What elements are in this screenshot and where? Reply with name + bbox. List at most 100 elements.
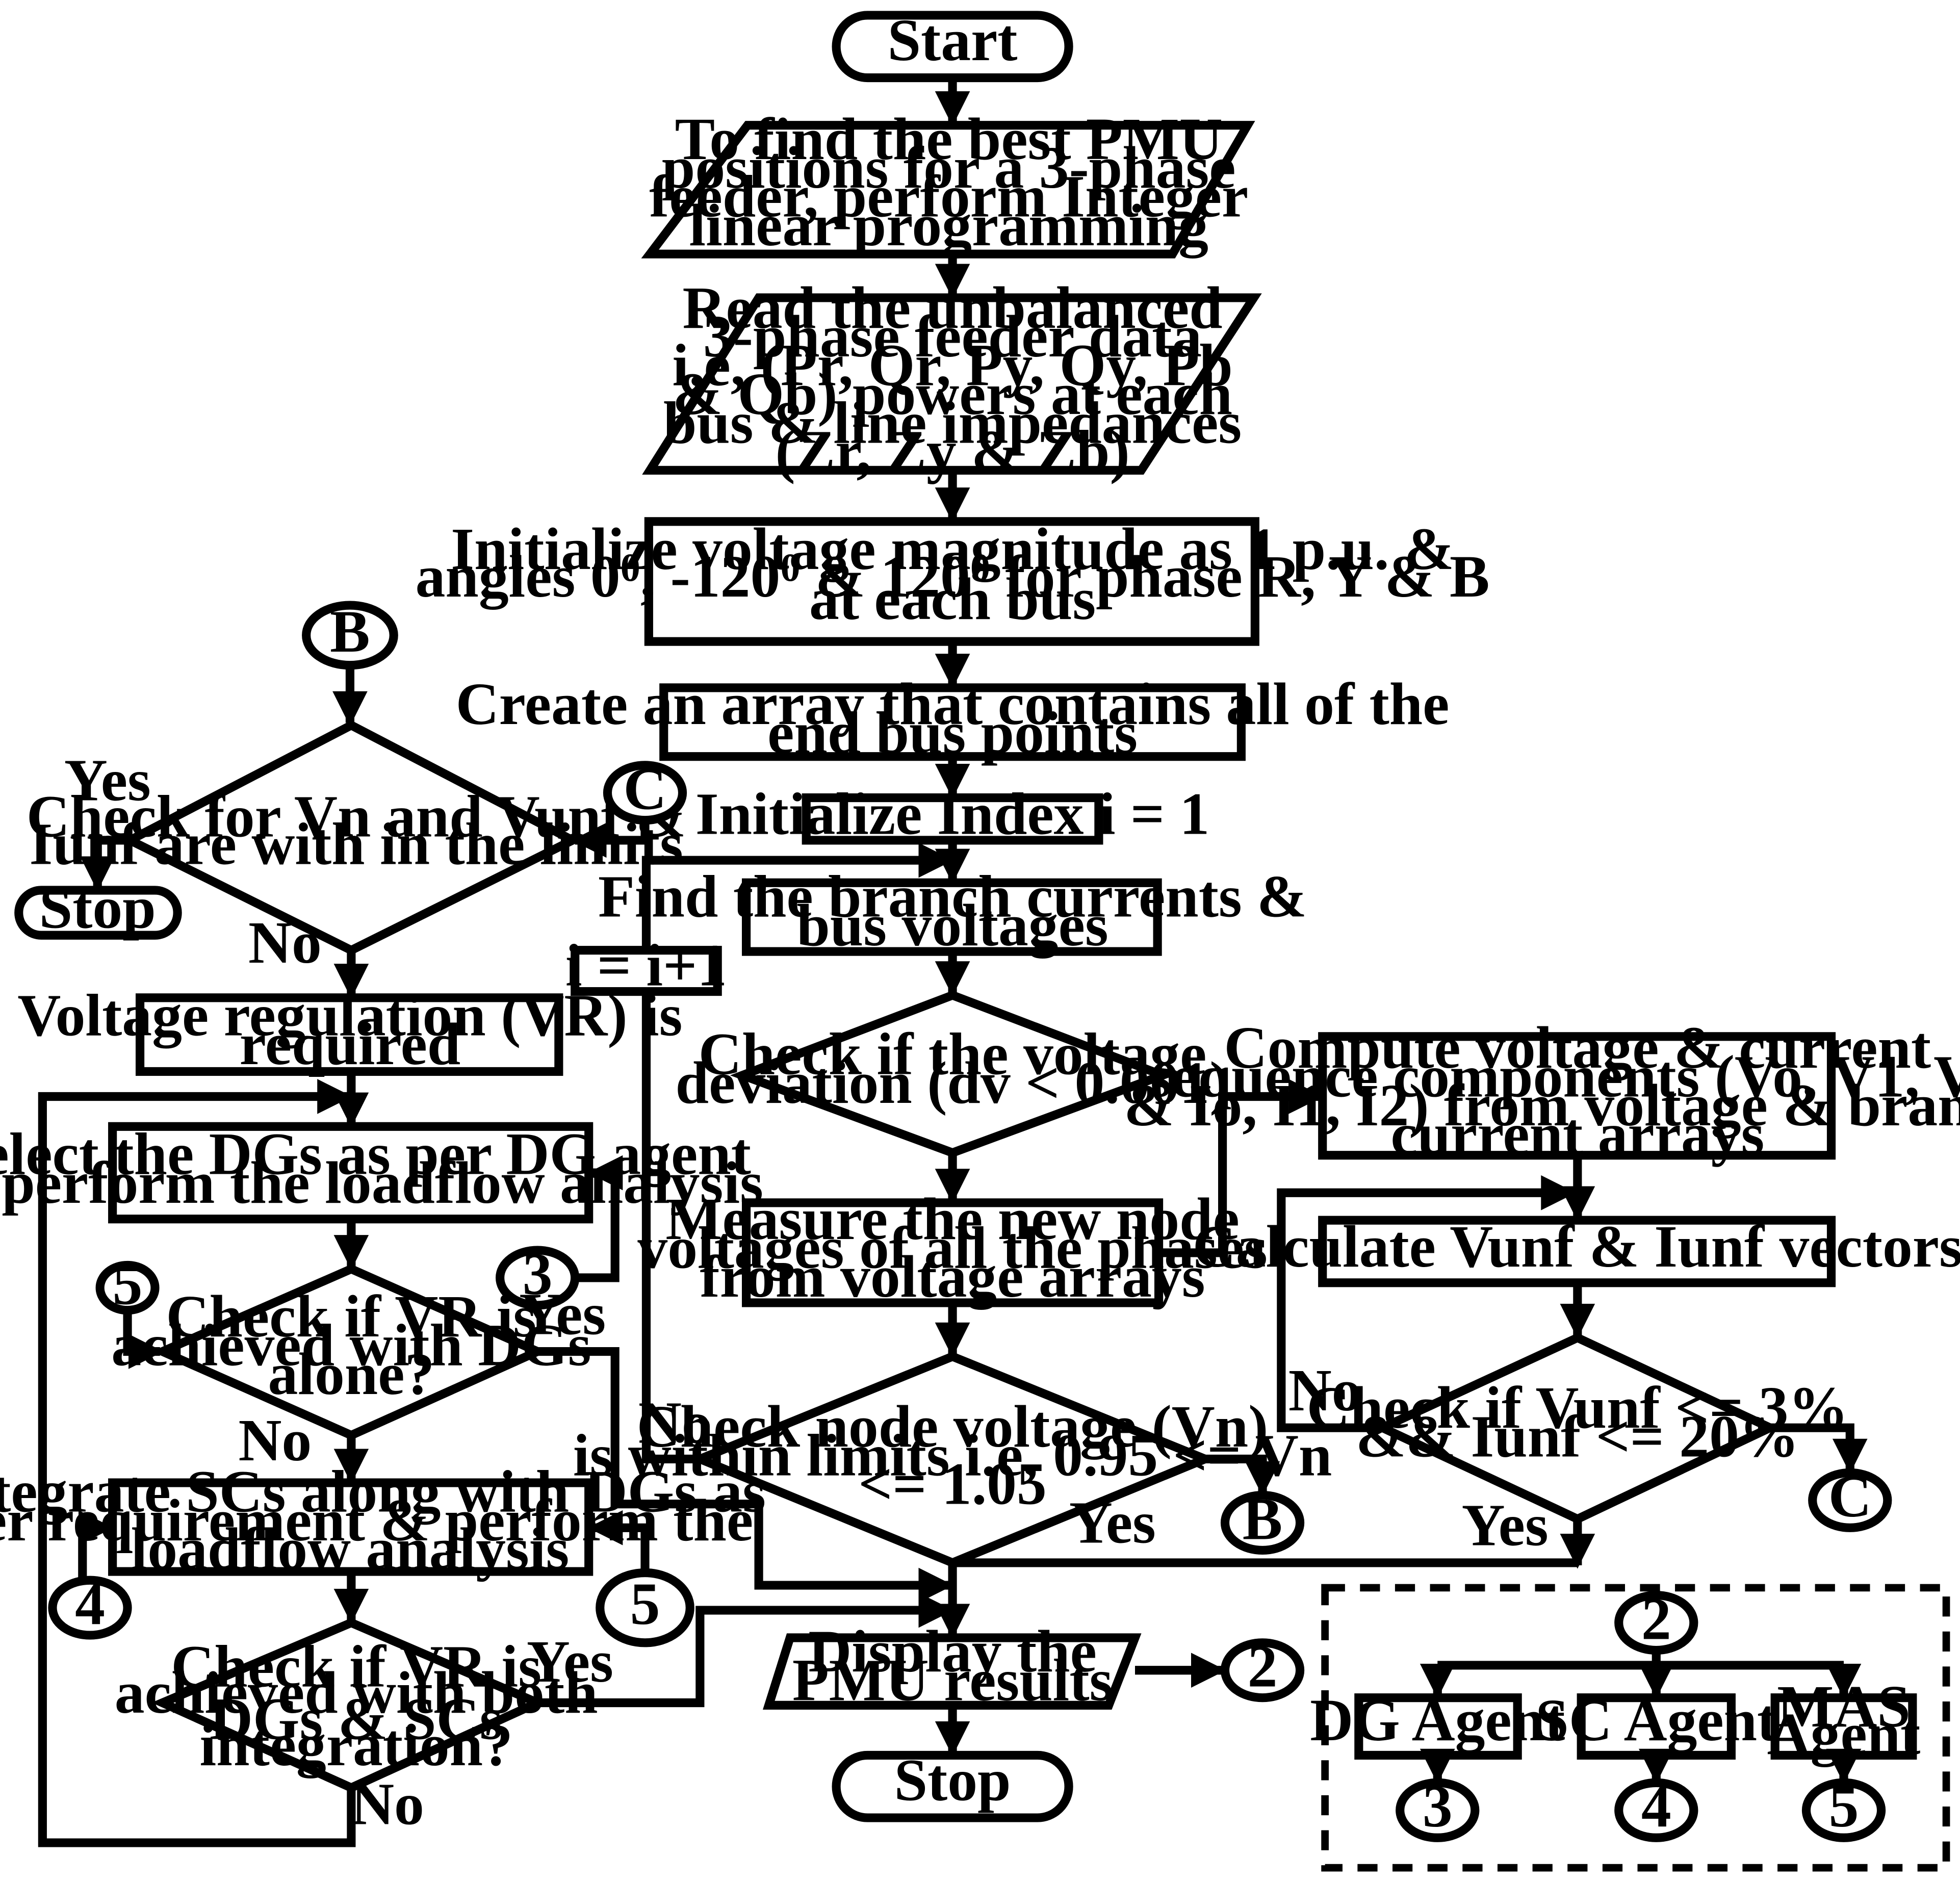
init-voltage-angle-120: & 120 — [801, 544, 970, 610]
connector-5-left-top: 5 — [95, 1251, 160, 1317]
check-vr-both-decision: Check if VR is achieved with both DGs & … — [115, 1618, 598, 1793]
node-label: deviation (dv < 0.001) — [676, 1050, 1230, 1116]
node-label: Start — [888, 7, 1018, 73]
label-no-unf: No — [1288, 1357, 1362, 1424]
node-label: & Qb) powers at each — [673, 361, 1232, 427]
node-label: achieved with both — [115, 1660, 598, 1726]
node-label: Check if VR is — [166, 1283, 537, 1350]
stop-node: Stop — [832, 1747, 1073, 1822]
node-label: linear programming — [689, 192, 1208, 259]
node-label: 4 — [75, 1571, 105, 1637]
connector-5-legend: 5 — [1801, 1773, 1886, 1842]
agent-legend: 2 DG Agent SC Agent MAS Agent 3 4 5 — [1310, 1584, 1950, 1872]
node-shape — [730, 990, 1175, 1157]
node-label: 3-phase feeder data — [703, 303, 1202, 370]
node-shape — [48, 1576, 132, 1640]
node-label: Calculate Vunf & Iunf vectors — [1193, 1214, 1960, 1280]
find-branch-step: Find the branch currents & bus voltages — [598, 864, 1307, 959]
label-no-limits: No — [248, 910, 322, 976]
arrow-c-limits — [571, 820, 650, 858]
node-label: 3 — [523, 1241, 553, 1307]
sc-agent-box: SC Agent — [1535, 1687, 1777, 1760]
node-shape — [659, 683, 1246, 761]
arrow-4-integrate — [78, 1510, 114, 1581]
read-data-step: Read the unbalanced 3-phase feeder data … — [642, 275, 1262, 485]
init-voltage-angle-0: angles 0 — [416, 544, 621, 610]
arrow-increment-find — [641, 842, 954, 950]
degree-sup-2: 0 — [780, 545, 800, 589]
arrow-both-no-loop — [38, 1079, 356, 1847]
node-label: positions for a 3-phase — [662, 135, 1236, 201]
node-label: end bus points — [767, 700, 1138, 766]
check-dv-decision: Check if the voltage deviation (dv < 0.0… — [676, 990, 1230, 1157]
node-label: DGs & SCs — [210, 1686, 503, 1752]
label-yes-unf: Yes — [1462, 1492, 1549, 1559]
node-label: 5 — [1829, 1773, 1859, 1840]
arrow-limits-yes-stop — [80, 836, 130, 891]
compute-seq-step: Compute voltage & current sequence compo… — [1124, 1015, 1960, 1167]
node-label: 2 — [1248, 1634, 1278, 1700]
node-label: & perform the loadflow analysis — [0, 1150, 763, 1216]
label-yes-vn: Yes — [1069, 1490, 1156, 1556]
arrow-vn-b — [1205, 1454, 1280, 1497]
node-shape — [741, 878, 1162, 956]
node-label: voltages of all the phases — [637, 1215, 1267, 1281]
check-limits-decision: Check for Vn and Vunf & Iunf are with in… — [27, 720, 686, 956]
node-label: Compute voltage & current — [1224, 1015, 1931, 1081]
arrow-5-check — [123, 1310, 164, 1369]
node-label: PMU results — [792, 1647, 1113, 1714]
node-label: C — [624, 756, 667, 822]
node-label: & Io, I1, I2) from voltage & branch — [1124, 1072, 1960, 1139]
connector-3-legend: 3 — [1396, 1773, 1480, 1842]
dg-agent-box: DG Agent — [1310, 1687, 1565, 1760]
node-shape — [762, 1633, 1142, 1710]
node-label: angles 00, -1200 & 1200 for phase R, Y &… — [416, 544, 1490, 610]
node-label: 2 — [1641, 1586, 1671, 1652]
init-voltage-angle-120n: , -120 — [640, 544, 781, 610]
node-label: 3 — [1423, 1773, 1453, 1840]
node-label: 5 — [113, 1251, 143, 1317]
connector-5-left-bottom: 5 — [596, 1568, 694, 1647]
label-yes-vr-dg: Yes — [519, 1281, 606, 1347]
display-step: Display the PMU results — [762, 1618, 1142, 1714]
node-label: i.e, (Pr, Qr, Py, Qy, Pb — [672, 332, 1232, 399]
calc-unf-step: Calculate Vunf & Iunf vectors — [1193, 1214, 1960, 1287]
arrow-measure-compute — [1158, 1079, 1324, 1257]
node-label: DG Agent — [1310, 1687, 1565, 1753]
connector-b-top: B — [302, 599, 398, 670]
label-yes-vr-both: Yes — [527, 1629, 613, 1695]
node-shape — [1321, 1584, 1950, 1872]
init-voltage-step: Initialize voltage magnitude as 1 p.u. &… — [416, 516, 1490, 646]
arrow-3-select — [575, 1155, 623, 1282]
node-label: B — [330, 599, 370, 665]
node-label: from voltage arrays — [700, 1244, 1205, 1310]
connector-c-left: C — [603, 756, 687, 825]
node-label: C — [1828, 1463, 1872, 1530]
connector-c-right: C — [1808, 1463, 1892, 1532]
arrow-vn-no-loop — [641, 991, 700, 1464]
node-label: B — [1243, 1486, 1282, 1552]
select-dgs-step: Select the DGs as per DG agent & perform… — [0, 1121, 763, 1224]
node-label: Check node voltage (Vn) — [637, 1394, 1269, 1460]
node-shape — [641, 121, 1255, 259]
node-shape — [108, 1122, 594, 1224]
node-label: loadflow analysis — [131, 1516, 570, 1582]
label-no-vr-both: No — [351, 1771, 424, 1837]
check-unf-decision: Check if Vunf <= 3% && Iunf <= 20% — [1307, 1333, 1848, 1524]
mas-agent-box: MAS Agent — [1767, 1673, 1921, 1767]
node-label: && Iunf <= 20% — [1356, 1404, 1799, 1470]
node-label: alone? — [268, 1341, 434, 1407]
label-yes-limits: Yes — [64, 747, 151, 813]
node-label: Initialize voltage magnitude as 1 p.u. & — [451, 516, 1454, 582]
arrow-unf-c — [1770, 1423, 1868, 1474]
node-label: achieved with DGs — [111, 1312, 591, 1379]
start-node: Start — [832, 7, 1073, 83]
connector-2-display: 2 — [1220, 1634, 1305, 1703]
connector-4-left: 4 — [48, 1571, 132, 1640]
node-label: required — [240, 1011, 461, 1077]
arrow-5b-integrate — [587, 1510, 650, 1573]
node-label: integration? — [199, 1712, 512, 1778]
node-label: Stop — [894, 1747, 1011, 1814]
check-vr-dg-decision: Check if VR is achieved with DGs alone? — [111, 1264, 591, 1440]
